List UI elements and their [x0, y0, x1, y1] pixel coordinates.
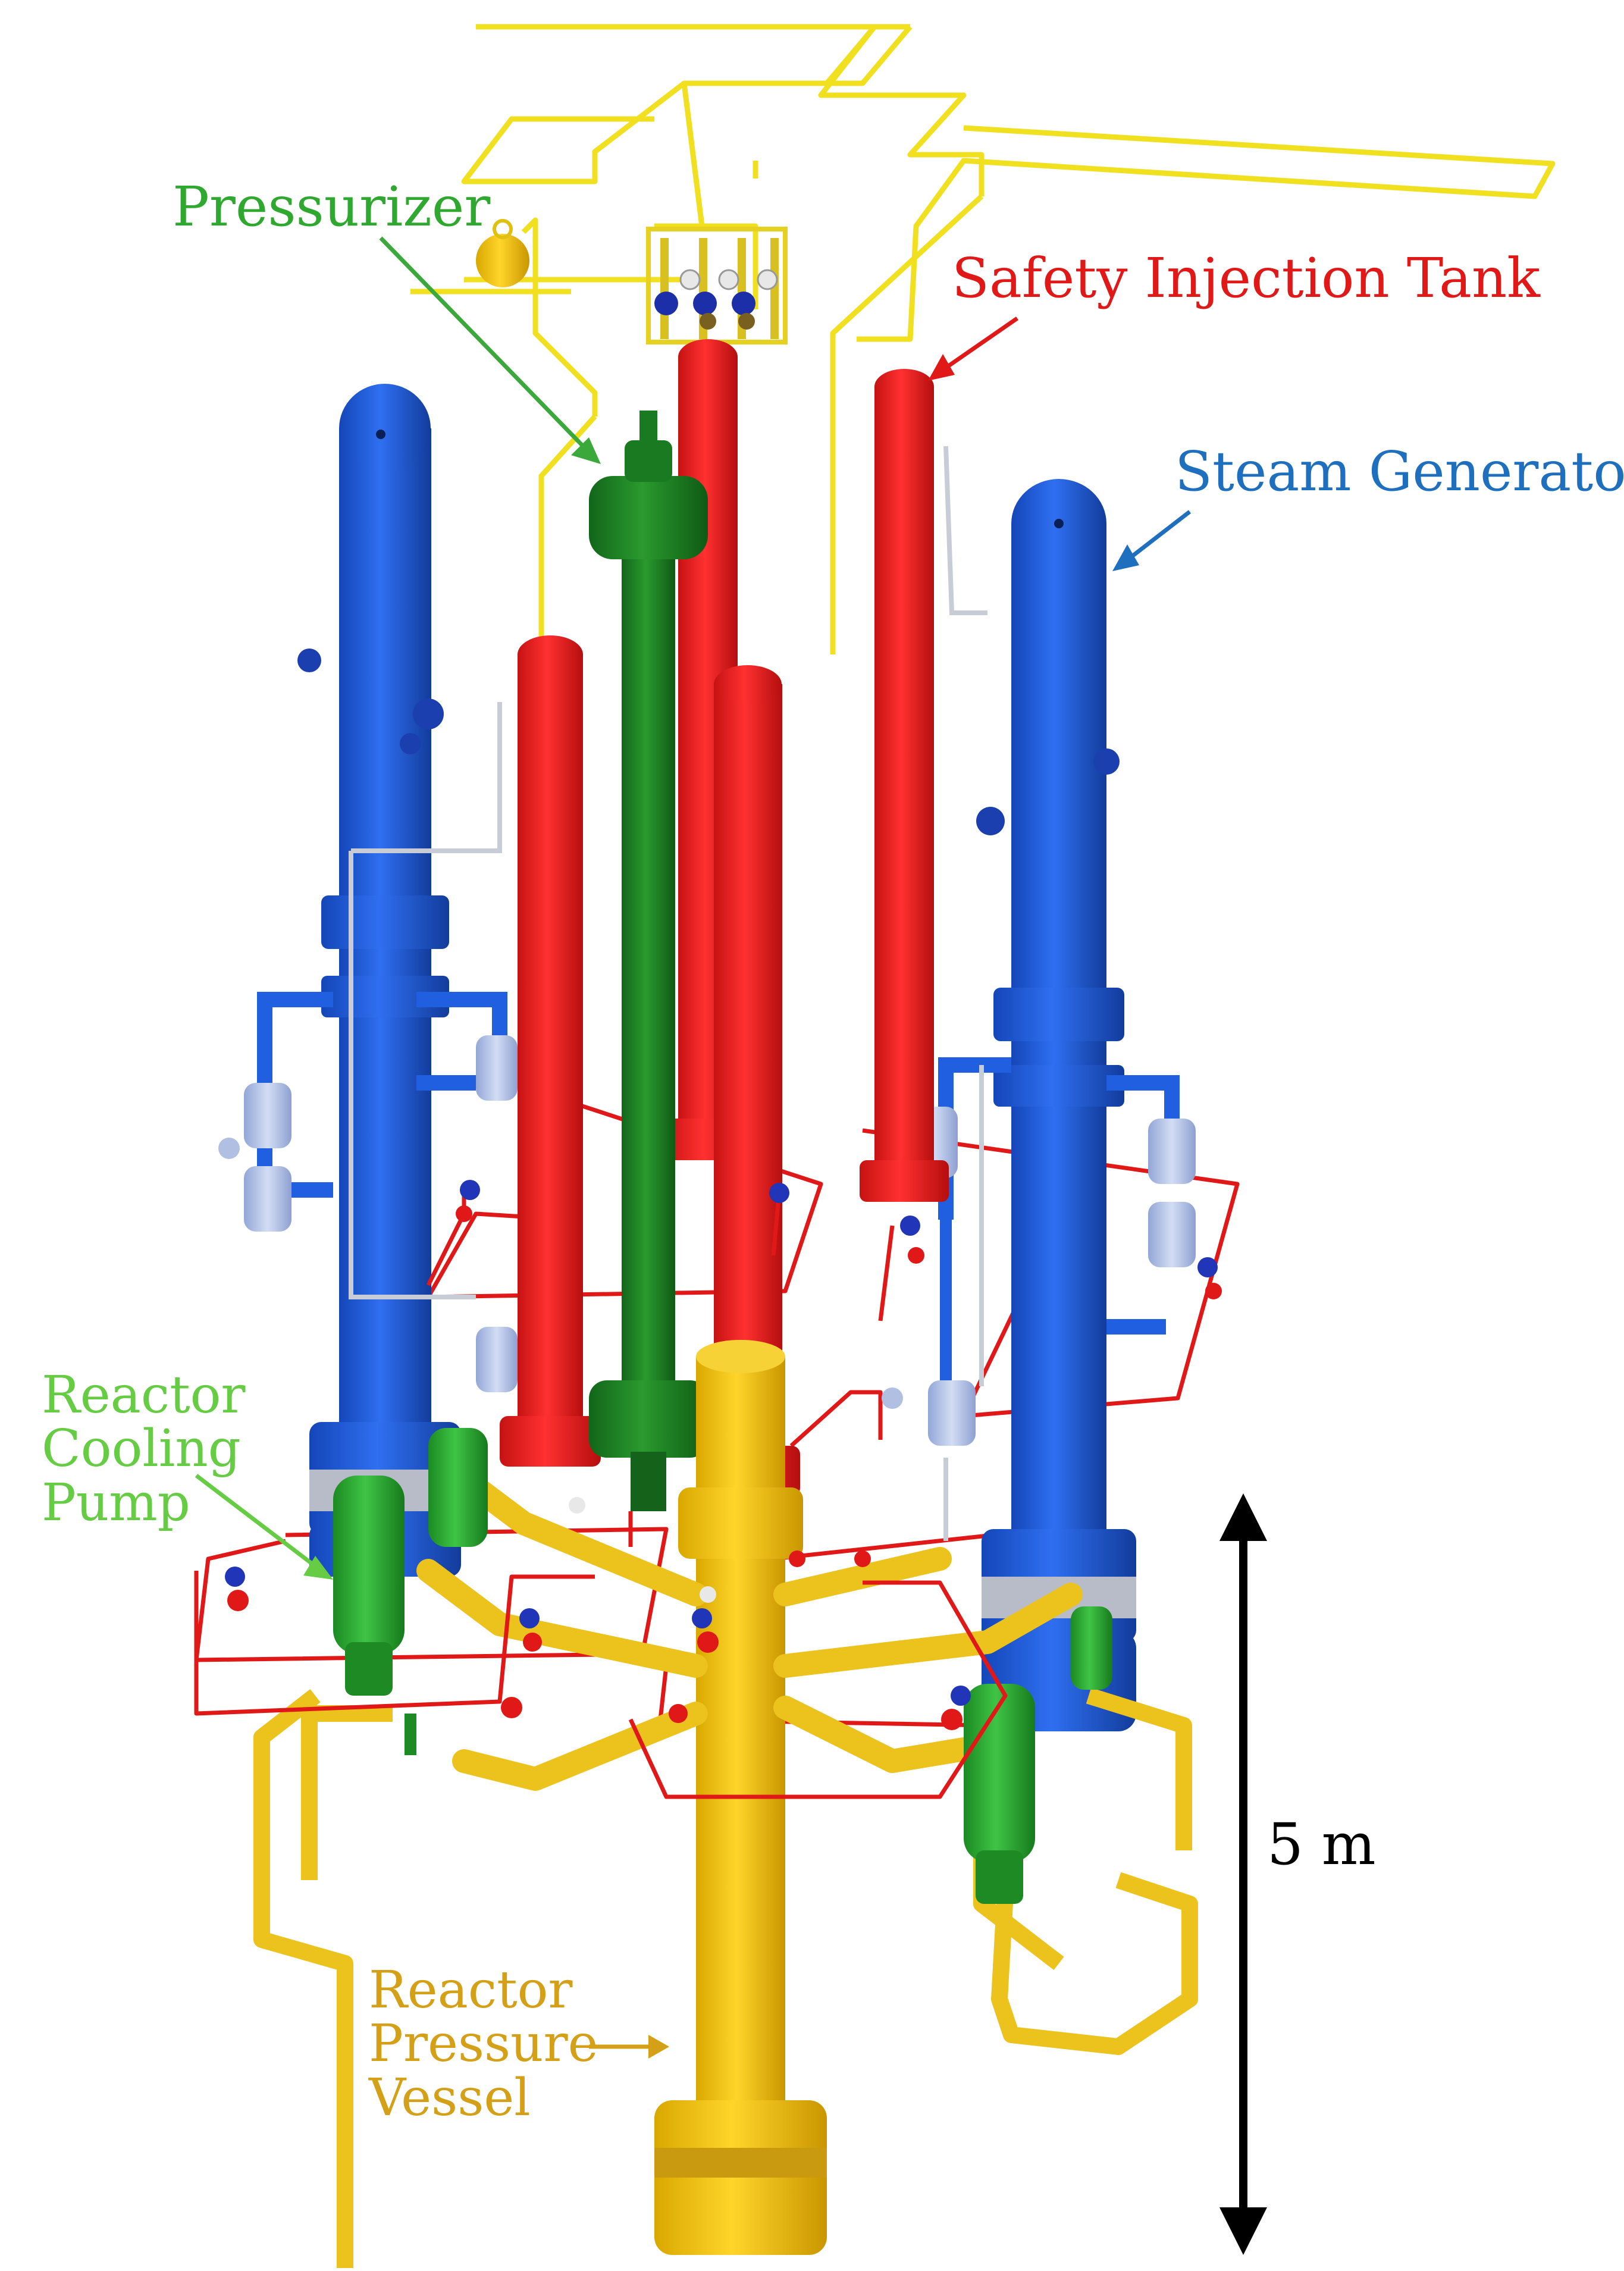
safety-injection-tank-front-left [500, 635, 601, 1467]
primary-loop-piping [416, 1476, 1083, 1791]
label-reactor-pressure-vessel: Reactor Pressure Vessel [369, 1960, 598, 2128]
safety-injection-tank-back-right [860, 369, 949, 1202]
reactor-cooling-pump-right [964, 1684, 1035, 1904]
scale-label: 5 m [1267, 1811, 1376, 1878]
reactor-cooling-pump-back-left [428, 1428, 488, 1547]
callout-arrows [195, 236, 1192, 2059]
left-sg-sample-line [349, 702, 502, 1299]
pressurizer-vessel [589, 411, 708, 1511]
right-sg-sample-line [943, 446, 987, 1541]
label-pressurizer: Pressurizer [173, 175, 491, 239]
reactor-cooling-pump-back-right [1071, 1606, 1112, 1690]
label-reactor-cooling-pump: Reactor Cooling Pump [42, 1365, 246, 1533]
reactor-pressure-vessel [654, 1340, 827, 2255]
left-isolation-valves [218, 1035, 518, 1392]
label-steam-generator: Steam Generator [1175, 440, 1624, 503]
scale-bar [1219, 1493, 1267, 2255]
injection-check-valves [225, 1180, 1222, 1730]
label-safety-injection-tank: Safety Injection Tank [952, 246, 1540, 310]
top-valve-cluster [646, 227, 788, 344]
reactor-cooling-pump-left [333, 1476, 416, 1755]
yellow-sphere-tank [476, 219, 529, 287]
steam-generator-left [257, 384, 507, 1577]
